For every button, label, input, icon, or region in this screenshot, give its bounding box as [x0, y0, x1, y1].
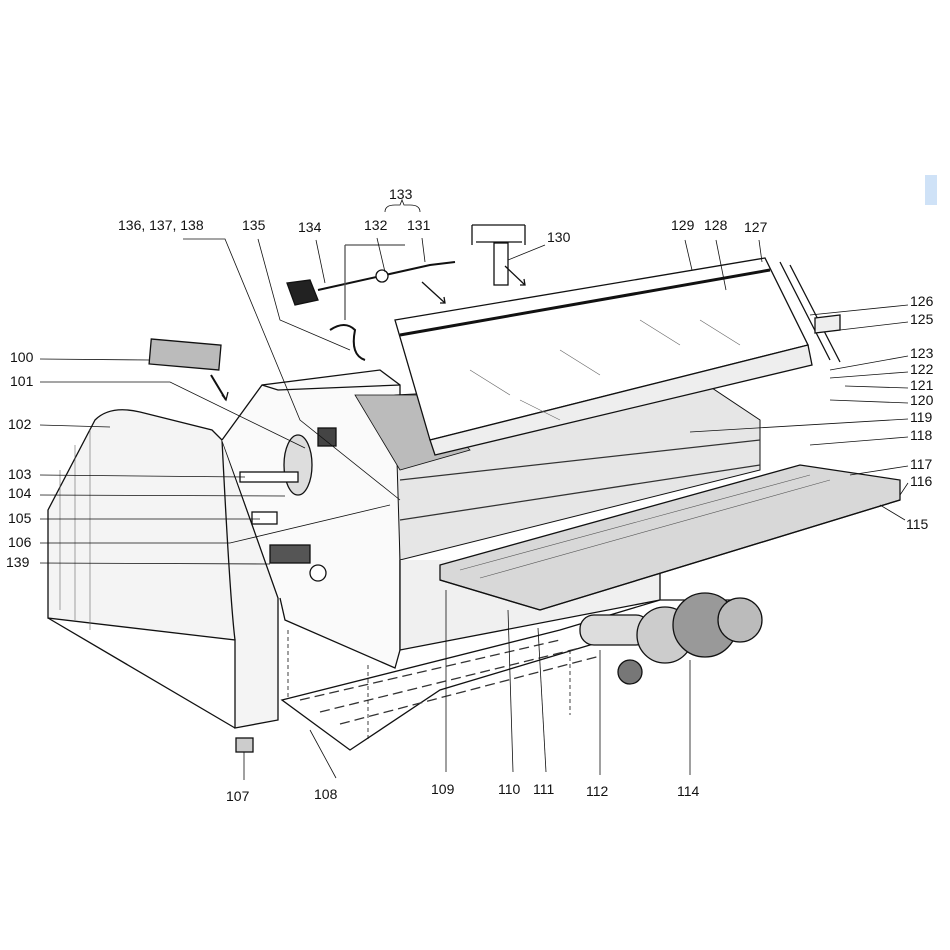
glass-lid [394, 257, 841, 456]
front-tray [439, 464, 901, 611]
label-130: 130 [547, 229, 571, 245]
label-108: 108 [314, 786, 338, 802]
label-114: 114 [677, 783, 700, 799]
motor [579, 592, 763, 685]
side-cover [47, 409, 279, 729]
label-102: 102 [8, 416, 32, 432]
label-100: 100 [10, 349, 34, 365]
power-cord [286, 244, 456, 320]
label-115: 115 [906, 516, 929, 532]
label-112: 112 [586, 783, 609, 799]
label-105: 105 [8, 510, 32, 526]
label-127: 127 [744, 219, 768, 235]
label-121: 121 [910, 377, 934, 393]
label-134: 134 [298, 219, 322, 235]
label-122: 122 [910, 361, 934, 377]
label-135: 135 [242, 217, 266, 233]
side-tab [925, 175, 937, 205]
side-parts [239, 427, 337, 582]
label-125: 125 [910, 311, 934, 327]
label-118: 118 [910, 427, 933, 443]
label-111: 111 [533, 781, 555, 797]
part-100-bracket [148, 338, 222, 371]
label-106: 106 [8, 534, 32, 550]
label-103: 103 [8, 466, 32, 482]
leader-lines [39, 198, 909, 780]
label-110: 110 [498, 781, 521, 797]
label-123: 123 [910, 345, 934, 361]
label-128: 128 [704, 217, 728, 233]
label-117: 117 [910, 456, 933, 472]
label-126: 126 [910, 293, 934, 309]
label-101: 101 [10, 373, 34, 389]
label-119: 119 [910, 409, 933, 425]
label-107: 107 [226, 788, 250, 804]
label-132: 132 [364, 217, 388, 233]
part-135-cable [329, 324, 366, 361]
foot-107 [235, 737, 254, 753]
label-120: 120 [910, 392, 934, 408]
label-139: 139 [6, 554, 30, 570]
label-116: 116 [910, 473, 933, 489]
part-130 [471, 224, 526, 286]
label-133: 133 [389, 186, 413, 202]
label-129: 129 [671, 217, 695, 233]
label-136-137-138: 136, 137, 138 [118, 217, 204, 233]
label-131: 131 [407, 217, 431, 233]
part-125 [814, 314, 841, 334]
label-109: 109 [431, 781, 455, 797]
label-104: 104 [8, 485, 32, 501]
